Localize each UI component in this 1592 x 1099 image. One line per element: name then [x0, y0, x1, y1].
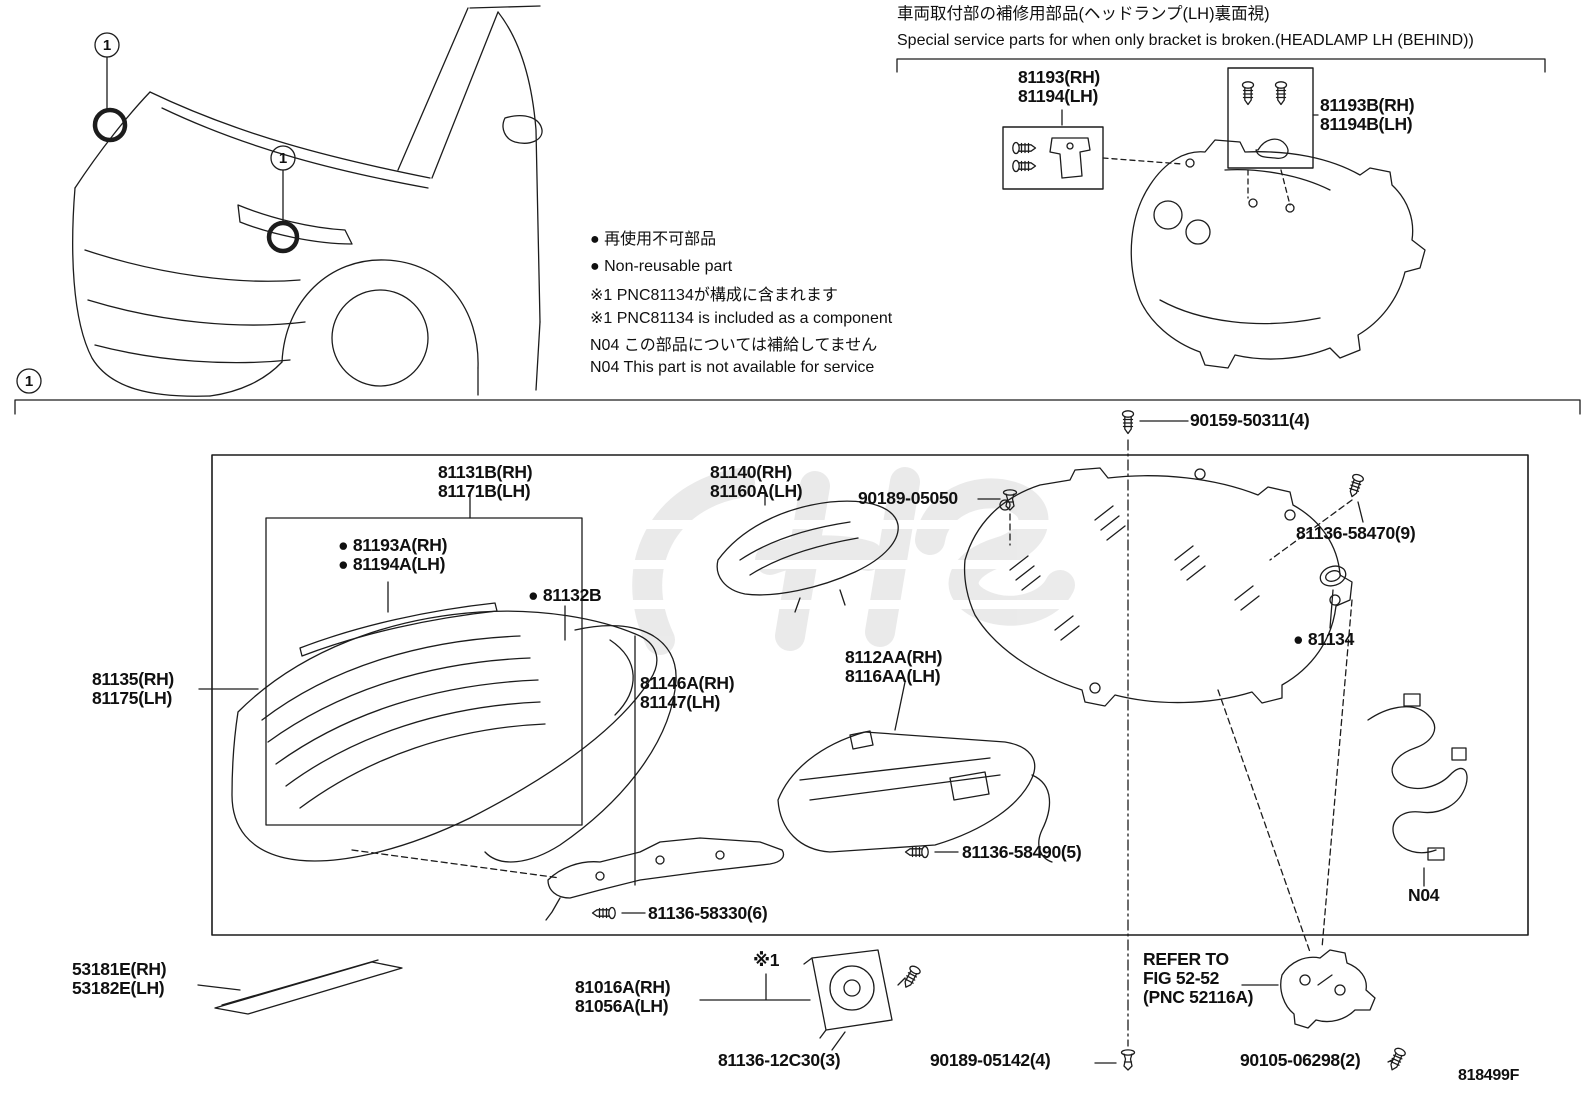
trim-strip-drawing	[299, 581, 498, 657]
part-label-81146a[interactable]: 81146A(RH) 81147(LH)	[640, 673, 735, 712]
part-label-81136-58470[interactable]: 81136-58470(9)	[1296, 523, 1416, 543]
refer-line: FIG 52-52	[1143, 968, 1220, 988]
part-label-8112aa[interactable]: 8112AA(RH) 8116AA(LH)	[845, 648, 942, 686]
part-number: 81193(RH)	[1018, 67, 1100, 87]
screw-icon	[1386, 1046, 1407, 1073]
legend-note1-en: ※1 PNC81134 is included as a component	[590, 310, 893, 327]
mounting-bracket-drawing	[545, 837, 785, 921]
corner-bracket-drawing	[1280, 949, 1376, 1029]
part-number: 81171B(LH)	[438, 481, 531, 501]
part-number: 81146A(RH)	[640, 673, 735, 693]
watermark-stripes	[620, 520, 1090, 609]
part-number: 81193B(RH)	[1320, 95, 1415, 115]
headlamp-rear-sketch	[1130, 139, 1426, 369]
headlamp-housing-drawing	[963, 467, 1353, 707]
screw-icon	[591, 906, 616, 920]
refer-line: (PNC 52116A)	[1143, 987, 1254, 1007]
callout-1-marker	[16, 32, 300, 394]
ecu-bracket-drawing	[699, 949, 893, 1051]
part-label-90105-06298[interactable]: 90105-06298(2)	[1240, 1050, 1361, 1070]
part-number: ● 81194A(LH)	[338, 554, 446, 574]
part-number: 8112AA(RH)	[845, 647, 943, 667]
part-number: 8116AA(LH)	[845, 666, 941, 686]
headlamp-assembly-drawing	[231, 605, 677, 863]
legend-note1-jp: ※1 PNC81134が構成に含まれます	[590, 287, 838, 304]
grommet-icon	[1319, 565, 1347, 587]
car-front-sketch	[72, 5, 543, 397]
small-lamp-drawing	[716, 491, 899, 613]
part-label-81193b[interactable]: 81193B(RH) 81194B(LH)	[1320, 95, 1415, 134]
part-label-81134[interactable]: ● 81134	[1293, 629, 1355, 649]
service-bracket-box	[1002, 109, 1104, 190]
part-number: 81131B(RH)	[438, 462, 533, 482]
callout-1-label: 1	[25, 373, 33, 390]
screw-icon	[1121, 410, 1135, 435]
part-number: 81016A(RH)	[575, 977, 671, 997]
part-number: 81135(RH)	[92, 669, 174, 689]
refer-to-fig-link[interactable]: REFER TO FIG 52-52 (PNC 52116A)	[1143, 949, 1254, 1007]
leader-lines	[197, 420, 1395, 1064]
part-label-81136-58490[interactable]: 81136-58490(5)	[962, 842, 1082, 862]
part-label-81131b[interactable]: 81131B(RH) 81171B(LH)	[438, 462, 533, 501]
clip-icon	[1120, 1049, 1136, 1071]
callout-1-label: 1	[279, 150, 287, 167]
header-title-en: Special service parts for when only brac…	[897, 32, 1474, 49]
part-label-81193[interactable]: 81193(RH) 81194(LH)	[1018, 68, 1100, 106]
legend-n04-jp: N04 この部品については補給してません	[590, 337, 878, 354]
part-label-90189-05142[interactable]: 90189-05142(4)	[930, 1050, 1051, 1070]
service-screws-box	[1227, 67, 1319, 169]
figure-code: 818499F	[1458, 1067, 1520, 1084]
callout-1-label: 1	[103, 37, 111, 54]
part-number: 53181E(RH)	[72, 959, 167, 979]
part-label-53181e[interactable]: 53181E(RH) 53182E(LH)	[72, 959, 167, 998]
dashed-guides	[351, 439, 1353, 1047]
part-label-81136-58330[interactable]: 81136-58330(6)	[648, 903, 768, 923]
part-label-90159-50311[interactable]: 90159-50311(4)	[1190, 410, 1310, 430]
part-label-81135[interactable]: 81135(RH) 81175(LH)	[92, 670, 174, 708]
part-label-81132b[interactable]: ● 81132B	[528, 585, 602, 605]
screw-icon	[904, 845, 929, 859]
part-number: 81056A(LH)	[575, 996, 669, 1016]
part-label-81016a[interactable]: 81016A(RH) 81056A(LH)	[575, 977, 671, 1016]
part-label-90189-05050[interactable]: 90189-05050	[858, 488, 958, 508]
part-number: 81160A(LH)	[710, 481, 803, 501]
note-x1: ※1	[753, 950, 780, 970]
part-number: ● 81193A(RH)	[338, 535, 448, 555]
part-number: 53182E(LH)	[72, 978, 165, 998]
part-label-81140[interactable]: 81140(RH) 81160A(LH)	[710, 462, 803, 501]
section-bracket	[14, 399, 1581, 415]
screw-icon	[1346, 472, 1365, 499]
wire-harness-drawing	[1367, 693, 1468, 887]
legend-n04-en: N04 This part is not available for servi…	[590, 359, 875, 376]
part-number: 81194B(LH)	[1320, 114, 1413, 134]
legend-nonreusable-jp: ● 再使用不可部品	[590, 231, 717, 248]
screw-icon	[900, 963, 923, 991]
note-n04: N04	[1408, 885, 1440, 905]
main-detail-box	[211, 454, 1529, 936]
part-label-81136-12c30[interactable]: 81136-12C30(3)	[718, 1050, 841, 1070]
part-number: 81194(LH)	[1018, 86, 1098, 106]
part-label-81193a[interactable]: ● 81193A(RH) ● 81194A(LH)	[338, 536, 447, 574]
part-number: 81147(LH)	[640, 692, 720, 712]
trim-strip-lower-drawing	[214, 959, 403, 1015]
part-number: 81175(LH)	[92, 688, 172, 708]
refer-line: REFER TO	[1143, 949, 1229, 969]
led-unit-drawing	[777, 681, 1053, 863]
header-title-jp: 車両取付部の補修用部品(ヘッドランプ(LH)裏面視)	[897, 5, 1270, 23]
sub-detail-box	[265, 517, 583, 826]
part-number: 81140(RH)	[710, 462, 792, 482]
header-bracket	[896, 58, 1546, 73]
legend-nonreusable-en: ● Non-reusable part	[590, 258, 733, 275]
